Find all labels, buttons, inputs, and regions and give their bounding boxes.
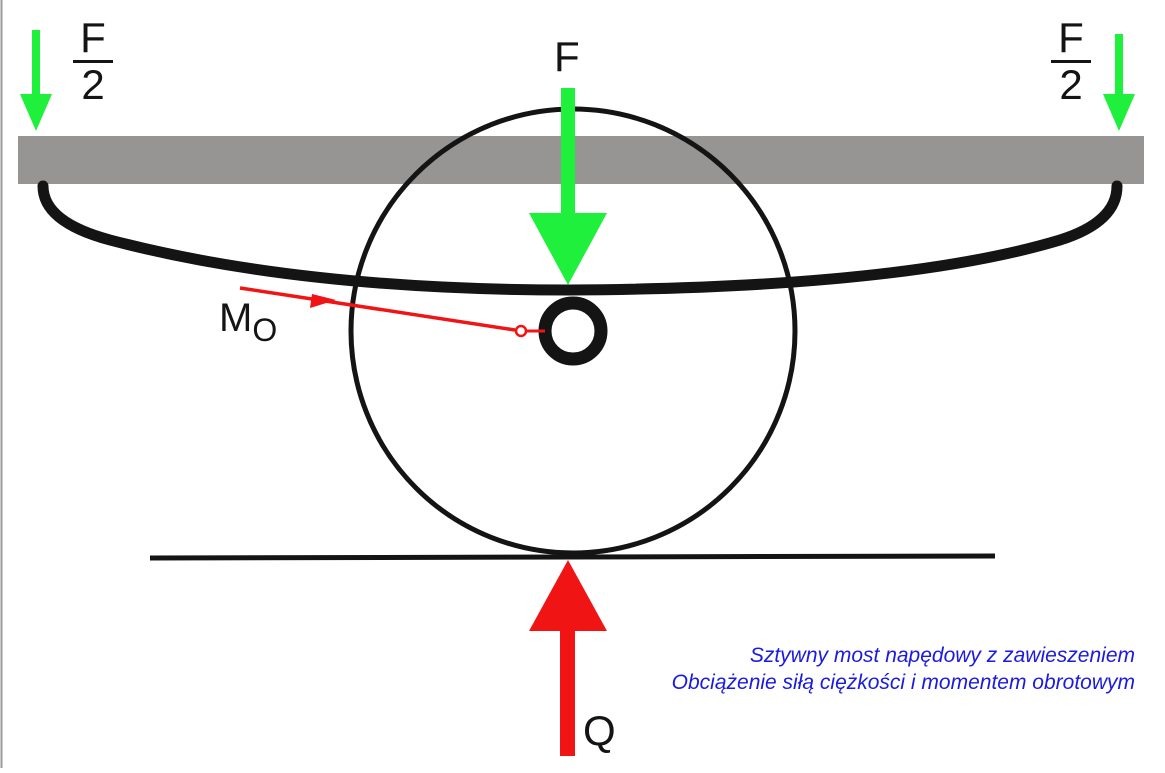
reaction-force-head (529, 560, 607, 631)
leaf-spring (37, 180, 1123, 296)
left-force-head (20, 94, 52, 131)
right-fraction-bar (1051, 60, 1091, 63)
center-force-shaft (561, 88, 575, 215)
moment-label: MO (219, 296, 277, 346)
right-force-numerator: F (1058, 14, 1084, 61)
right-force-denominator: 2 (1059, 61, 1083, 108)
reaction-force-shaft (560, 628, 575, 756)
right-force-head (1103, 94, 1135, 131)
reaction-label: Q (583, 707, 616, 754)
moment-label-subscript: O (252, 312, 278, 348)
center-force-head (529, 213, 607, 285)
caption-line-1: Sztywny most napędowy z zawieszeniem (749, 644, 1135, 667)
left-force-numerator: F (80, 14, 106, 61)
moment-line (239, 286, 516, 332)
center-force-label: F (554, 33, 580, 80)
moment-pivot (514, 324, 528, 338)
right-force-label: F 2 (1049, 14, 1093, 108)
left-force-shaft (32, 30, 40, 98)
left-force-label: F 2 (71, 14, 115, 108)
moment-label-main: M (219, 296, 253, 340)
left-force-denominator: 2 (81, 61, 105, 108)
right-force-shaft (1115, 34, 1123, 98)
caption-line-2: Obciążenie siłą ciężkości i momentem obr… (671, 671, 1135, 694)
rigid-beam (18, 136, 1144, 184)
axle-hub (538, 296, 608, 366)
ground-line (149, 553, 996, 561)
left-fraction-bar (73, 60, 113, 63)
moment-arrowhead (310, 294, 336, 308)
